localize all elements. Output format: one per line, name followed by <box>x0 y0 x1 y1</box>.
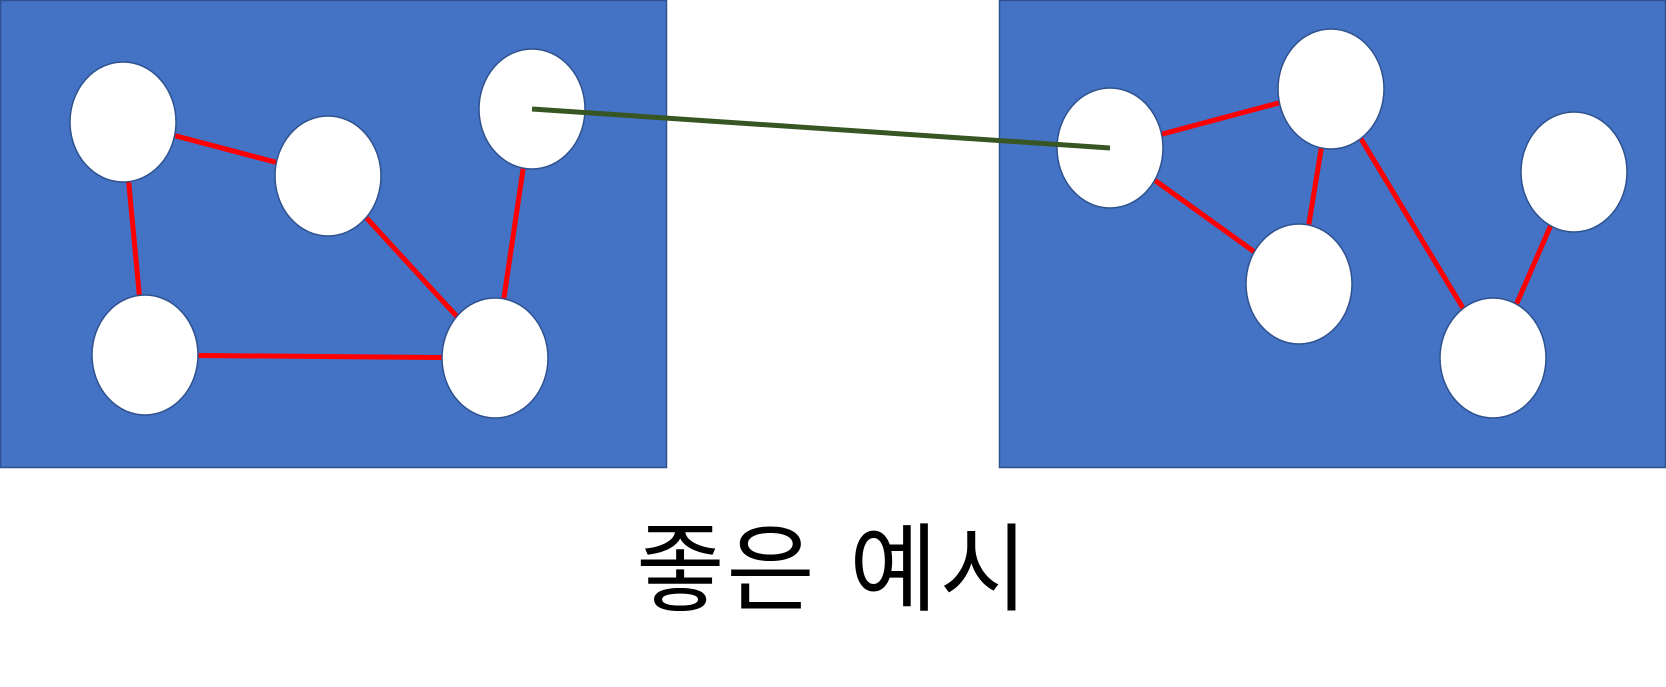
node-m4 <box>1245 223 1353 345</box>
cross-link-n3-m1 <box>531 106 1111 151</box>
node-n1 <box>69 61 177 183</box>
node-n4 <box>91 294 199 416</box>
node-m5 <box>1439 297 1547 419</box>
node-n2 <box>274 115 382 237</box>
node-n5 <box>441 297 549 419</box>
node-m3 <box>1520 111 1628 233</box>
edge-n4-n5 <box>144 352 496 361</box>
node-m2 <box>1277 28 1385 150</box>
caption-text: 좋은 예시 <box>636 514 1030 626</box>
